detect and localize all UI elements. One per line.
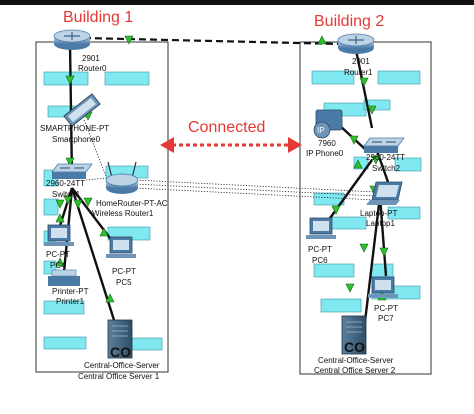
building-1-area xyxy=(35,41,169,373)
switch2-icon[interactable] xyxy=(363,137,405,153)
switch1-icon[interactable] xyxy=(51,163,93,179)
pc5-icon[interactable] xyxy=(106,236,136,258)
wireless-router-name: Wireless Router1 xyxy=(92,209,154,218)
switch1-name: Switch1 xyxy=(52,190,81,199)
window-top-bar xyxy=(0,0,474,5)
pc6-model: PC-PT xyxy=(308,245,332,254)
switch2-model: 2960-24TT xyxy=(366,153,405,162)
router1-icon[interactable] xyxy=(337,33,375,54)
printer-model: Printer-PT xyxy=(52,287,89,296)
server1-model: Central-Office-Server xyxy=(84,361,160,370)
router1-name: Router1 xyxy=(344,68,373,77)
pc6-icon[interactable] xyxy=(306,217,336,239)
router0-name: Router0 xyxy=(78,64,107,73)
pc4-model: PC-PT xyxy=(46,250,70,259)
wireless-links xyxy=(83,119,377,201)
laptop-name: Laptop1 xyxy=(366,219,395,228)
router0-model: 2901 xyxy=(82,54,100,63)
server2-icon[interactable]: CO xyxy=(341,315,367,355)
ipphone-badge: IP xyxy=(317,126,325,135)
smartphone-name: Smartphone0 xyxy=(52,135,101,144)
server1-badge: CO xyxy=(110,344,131,360)
server2-model: Central-Office-Server xyxy=(318,356,394,365)
switch1-model: 2960-24TT xyxy=(46,179,85,188)
server2-badge: CO xyxy=(344,339,365,355)
router1-model: 2901 xyxy=(352,57,370,66)
pc7-name: PC7 xyxy=(378,314,394,323)
building-2-title: Building 2 xyxy=(314,13,384,30)
connected-arrow xyxy=(160,137,302,153)
connected-label: Connected xyxy=(188,119,265,136)
printer-icon[interactable] xyxy=(48,269,80,286)
building-1-label-boxes xyxy=(43,71,163,351)
ipphone-name: IP Phone0 xyxy=(306,149,344,158)
pc7-icon[interactable] xyxy=(368,276,398,298)
pc4-name: PC4 xyxy=(50,261,66,270)
laptop-model: Laptop-PT xyxy=(360,209,397,218)
server1-name: Central Office Server 1 xyxy=(78,372,160,381)
printer-name: Printer1 xyxy=(56,297,85,306)
pc6-name: PC6 xyxy=(312,256,328,265)
wan-link xyxy=(83,36,343,46)
ipphone-icon[interactable]: IP xyxy=(313,109,343,139)
router0-icon[interactable] xyxy=(53,29,91,50)
pc4-icon[interactable] xyxy=(44,224,74,246)
pc5-model: PC-PT xyxy=(112,267,136,276)
pc5-name: PC5 xyxy=(116,278,132,287)
wireless-router-model: HomeRouter-PT-AC xyxy=(96,199,168,208)
building-1-title: Building 1 xyxy=(63,9,133,26)
switch2-name: Switch2 xyxy=(372,164,401,173)
smartphone-icon[interactable] xyxy=(63,93,101,127)
server1-icon[interactable]: CO xyxy=(107,319,133,360)
server2-name: Central Office Server 2 xyxy=(314,366,396,375)
pc7-model: PC-PT xyxy=(374,304,398,313)
smartphone-model: SMARTPHONE-PT xyxy=(40,124,109,133)
wireless-router-icon[interactable] xyxy=(105,161,139,194)
ipphone-model: 7960 xyxy=(318,139,336,148)
link-status-indicators xyxy=(55,35,389,303)
laptop-icon[interactable] xyxy=(366,181,403,205)
